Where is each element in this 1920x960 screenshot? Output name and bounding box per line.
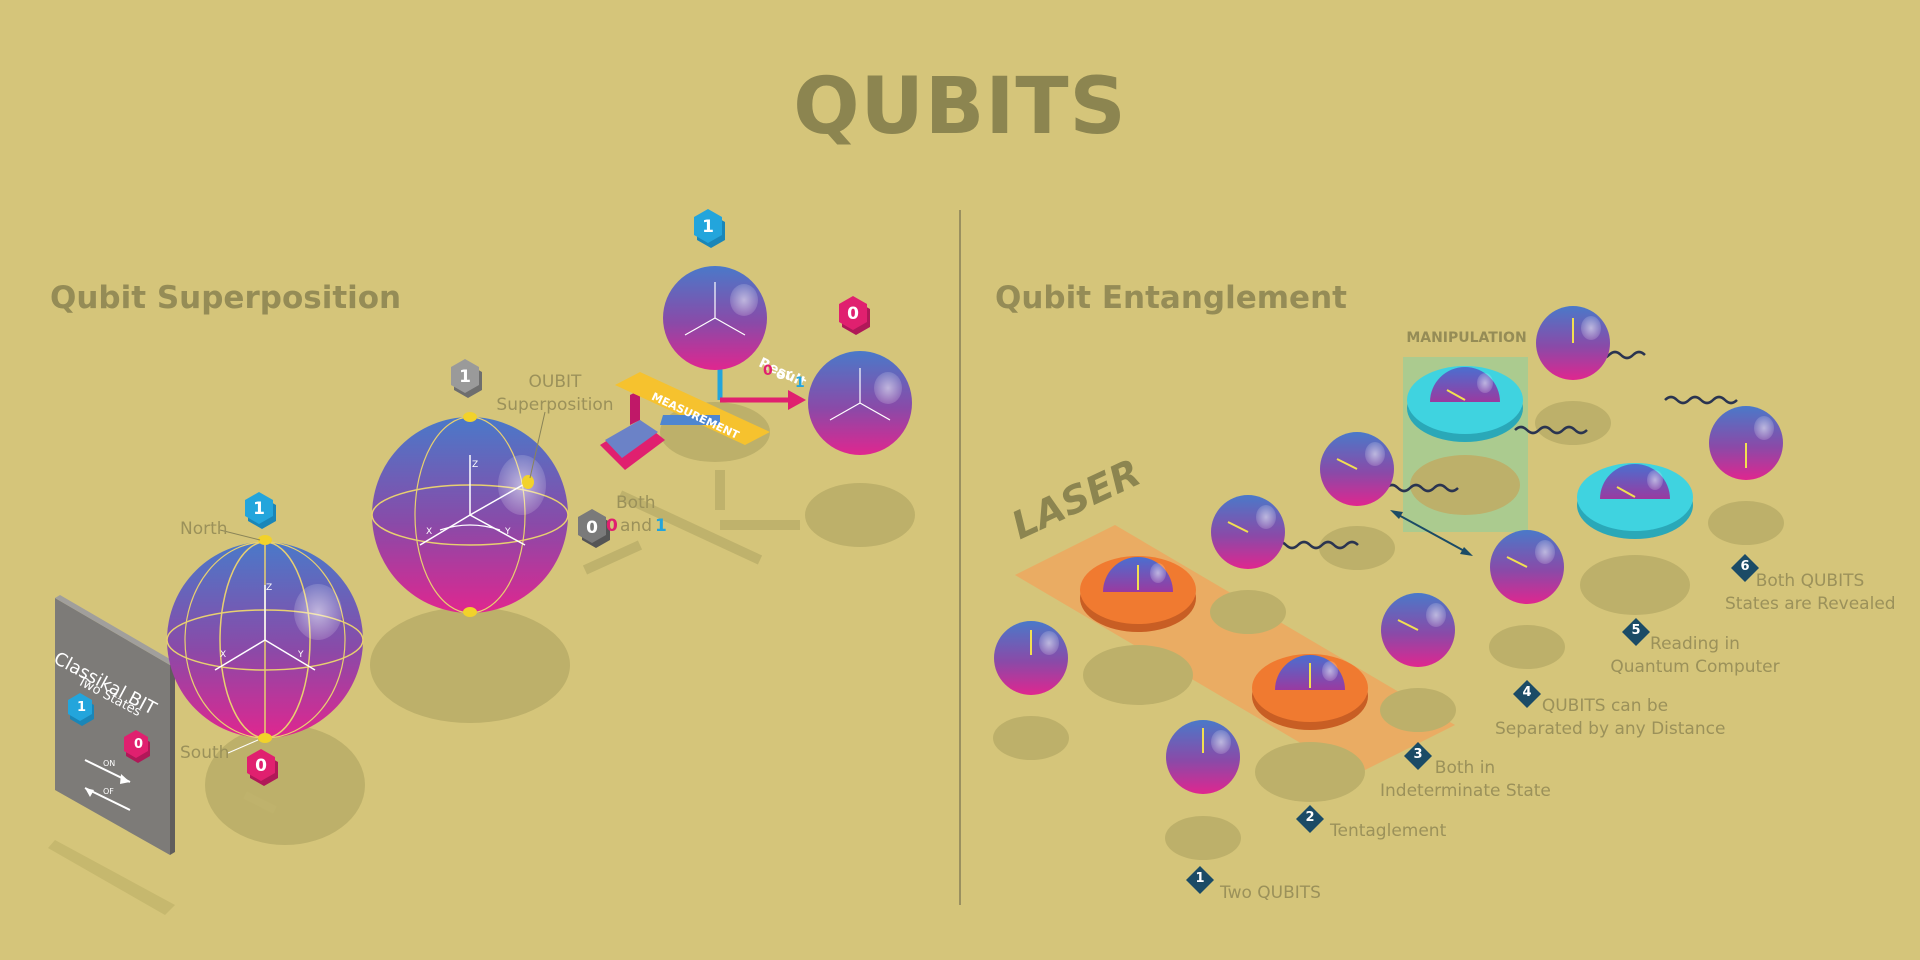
board-digit-one: 1 bbox=[77, 700, 87, 715]
step-6-caption-line1: Both QUBITS bbox=[1755, 571, 1865, 591]
entanglement-heading: Qubit Entanglement bbox=[995, 280, 1347, 316]
north-label: North bbox=[180, 519, 228, 539]
off-label: OF bbox=[103, 787, 114, 796]
qubit-stage6-b bbox=[1709, 406, 1783, 480]
svg-text:1: 1 bbox=[253, 499, 265, 519]
qubit-stage2-a bbox=[1080, 556, 1196, 632]
result-zero-badge: 0 bbox=[839, 296, 870, 335]
page-title: QUBITS bbox=[793, 62, 1127, 152]
superposition-heading: Qubit Superposition bbox=[50, 280, 402, 316]
step-4-caption-line2: Separated by any Distance bbox=[1495, 719, 1726, 739]
svg-text:0: 0 bbox=[586, 518, 598, 538]
superposition-one-badge: 1 bbox=[451, 359, 482, 398]
step-6-caption-line2: States are Revealed bbox=[1725, 594, 1896, 614]
step-3-number: 3 bbox=[1413, 747, 1423, 762]
both-label: Both bbox=[616, 493, 656, 513]
qubit-stage5-b bbox=[1577, 463, 1693, 539]
axis-shadow bbox=[582, 470, 800, 575]
classical-bit-board bbox=[48, 595, 175, 915]
step-1-caption: Two QUBITS bbox=[1220, 883, 1321, 903]
axis-z-large: Z bbox=[266, 583, 273, 593]
svg-text:0: 0 bbox=[847, 304, 859, 324]
step-marker-2 bbox=[1296, 805, 1324, 833]
board-digit-zero: 0 bbox=[134, 737, 144, 752]
qubit-stage4-b bbox=[1490, 530, 1564, 604]
qubit-stage1-b bbox=[1166, 720, 1240, 794]
both-one-digit: 1 bbox=[655, 516, 667, 536]
south-label: South bbox=[180, 743, 230, 763]
qubit-stage5-a bbox=[1407, 366, 1523, 442]
result-or-label: or bbox=[776, 367, 793, 383]
qubit-superposition-label-line2: Superposition bbox=[496, 395, 614, 415]
qubit-stage6-a bbox=[1536, 306, 1610, 380]
result-sphere-zero bbox=[808, 351, 912, 455]
step-marker-3 bbox=[1404, 742, 1432, 770]
axis-x-large: X bbox=[220, 650, 227, 660]
bloch-sphere-superposition bbox=[371, 411, 569, 617]
svg-text:1: 1 bbox=[702, 217, 714, 237]
step-4-caption-line1: QUBITS can be bbox=[1541, 696, 1669, 716]
qubit-stage2-b bbox=[1252, 654, 1368, 730]
svg-text:1: 1 bbox=[459, 367, 471, 387]
on-label: ON bbox=[103, 759, 116, 768]
qubit-stage4-a bbox=[1320, 432, 1394, 506]
step-2-caption: Tentaglement bbox=[1330, 821, 1447, 841]
axis-y-mid: Y bbox=[505, 527, 511, 537]
result-shadow bbox=[805, 483, 915, 547]
qubit-stage1-a bbox=[994, 621, 1068, 695]
bloch-sphere-large bbox=[166, 529, 364, 754]
step-5-number: 5 bbox=[1631, 623, 1641, 638]
measurement-device bbox=[600, 372, 770, 470]
result-zero-digit: 0 bbox=[763, 363, 773, 379]
distance-arrow bbox=[1390, 510, 1473, 556]
step-3-caption-line2: Indeterminate State bbox=[1380, 781, 1551, 801]
sphere-large-shadow bbox=[205, 725, 365, 845]
step-marker-5 bbox=[1622, 618, 1650, 646]
qubit-stage3-a bbox=[1211, 495, 1285, 569]
step-1-number: 1 bbox=[1195, 871, 1205, 886]
axis-y-large: Y bbox=[298, 650, 304, 660]
result-one-digit: 1 bbox=[795, 375, 805, 391]
board-zero-badge bbox=[124, 730, 150, 763]
step-marker-1 bbox=[1186, 866, 1214, 894]
axis-z-mid: Z bbox=[472, 460, 479, 470]
step-marker-4 bbox=[1513, 680, 1541, 708]
svg-text:0: 0 bbox=[255, 756, 267, 776]
step-2-number: 2 bbox=[1305, 810, 1315, 825]
north-one-badge: 1 bbox=[245, 492, 276, 529]
manipulation-label: MANIPULATION bbox=[1406, 330, 1527, 346]
step-marker-6 bbox=[1731, 554, 1759, 582]
qubit-stage3-b bbox=[1381, 593, 1455, 667]
step-6-number: 6 bbox=[1740, 559, 1750, 574]
qubit-superposition-label-line1: OUBIT bbox=[528, 372, 582, 392]
step-markers bbox=[1186, 554, 1759, 894]
both-and-label: and bbox=[620, 516, 652, 536]
step-4-number: 4 bbox=[1522, 685, 1532, 700]
board-one-badge bbox=[68, 693, 94, 726]
sphere-mid-shadow bbox=[370, 607, 570, 723]
measured-sphere-one bbox=[663, 266, 767, 370]
step-3-caption-line1: Both in bbox=[1434, 758, 1496, 778]
step-5-caption-line2: Quantum Computer bbox=[1610, 657, 1780, 677]
qubit-shadows bbox=[993, 401, 1784, 860]
result-one-badge: 1 bbox=[694, 209, 725, 248]
step-5-caption-line1: Reading in bbox=[1650, 634, 1740, 654]
both-zero-digit: 0 bbox=[606, 516, 618, 536]
south-zero-badge: 0 bbox=[247, 749, 278, 786]
axis-x-mid: X bbox=[426, 527, 433, 537]
both-zero-badge: 0 bbox=[578, 509, 610, 548]
